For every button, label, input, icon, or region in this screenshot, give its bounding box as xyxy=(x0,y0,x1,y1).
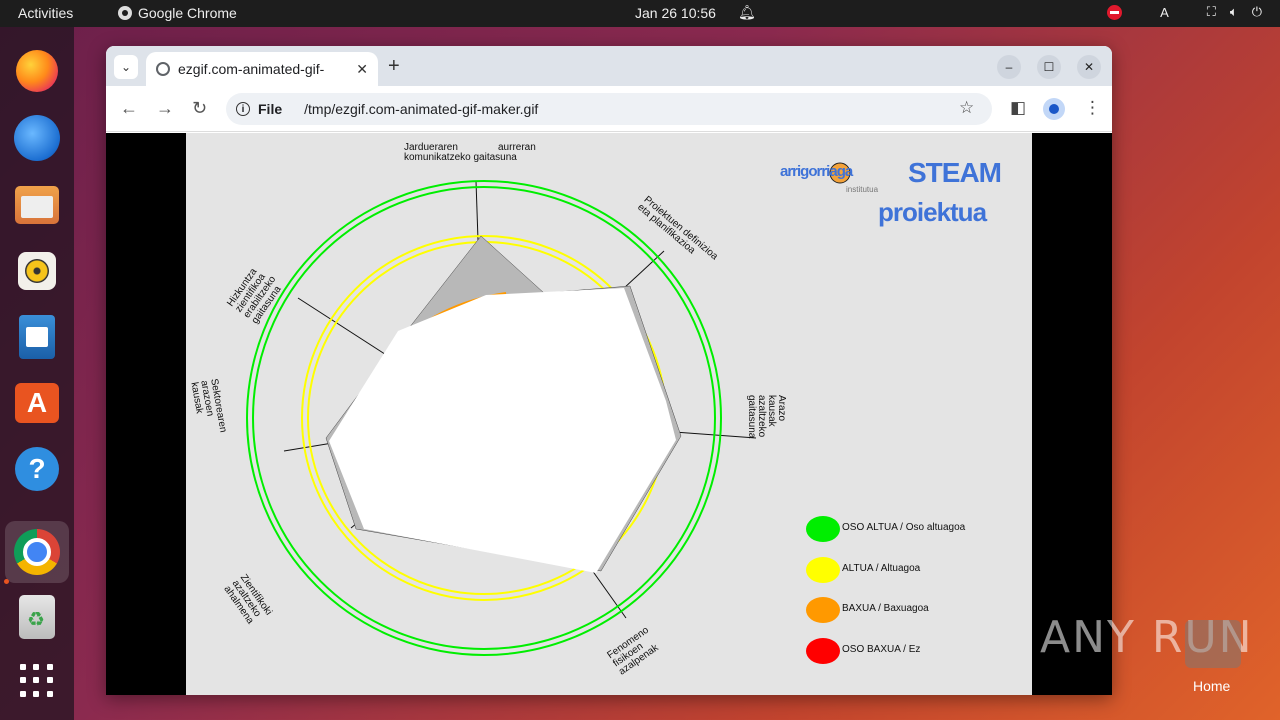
brand-org-sub: institutua xyxy=(846,185,879,194)
activities-button[interactable]: Activities xyxy=(18,5,74,21)
close-tab-icon[interactable]: ✕ xyxy=(356,60,368,77)
ring-very-high-inner xyxy=(252,186,716,650)
files-icon xyxy=(15,186,59,224)
radar-graphic xyxy=(246,162,851,664)
writer-icon xyxy=(19,315,55,359)
app-grid-icon xyxy=(20,664,54,698)
reload-button[interactable]: ↻ xyxy=(192,98,208,118)
axis-label-right: Arazo kausak azaltzeko gaitasuna xyxy=(746,395,787,439)
home-icon xyxy=(1185,620,1241,668)
dock-files[interactable] xyxy=(13,181,61,229)
system-tray[interactable]: A ⛶ 🔈︎ ⏻ xyxy=(1107,4,1262,20)
url-text: /tmp/ezgif.com-animated-gif-maker.gif xyxy=(304,101,539,117)
app-name: Google Chrome xyxy=(138,5,237,21)
help-icon: ? xyxy=(15,447,59,491)
address-bar[interactable]: i File /tmp/ezgif.com-animated-gif-maker… xyxy=(226,93,992,125)
ring-very-high xyxy=(246,180,722,656)
trash-icon xyxy=(19,595,55,639)
toolbar: ← → ↻ i File /tmp/ezgif.com-animated-gif… xyxy=(106,86,1112,132)
legend-dot-high xyxy=(806,557,840,583)
bookmark-star-icon[interactable]: ☆ xyxy=(959,98,975,117)
profile-avatar[interactable] xyxy=(1043,98,1065,120)
legend-label-high: ALTUA / Altuagoa xyxy=(842,563,921,574)
axis-label-top-right: aurreran xyxy=(498,142,536,153)
dock-firefox[interactable] xyxy=(13,47,61,95)
network-icon: ⛶ xyxy=(1206,4,1216,19)
chrome-icon xyxy=(14,529,60,575)
side-panel-icon[interactable]: ◧ xyxy=(1010,98,1027,117)
home-label: Home xyxy=(1193,678,1231,694)
dock-trash[interactable] xyxy=(13,593,61,641)
legend-dot-very-high xyxy=(806,516,840,542)
app-menu[interactable]: Google Chrome xyxy=(118,5,237,21)
bell-icon[interactable]: 🔔︎ xyxy=(738,4,756,20)
dock-chrome[interactable] xyxy=(5,521,69,583)
radar-series-white xyxy=(329,288,676,573)
chrome-icon xyxy=(118,6,132,20)
info-icon[interactable]: i xyxy=(236,102,250,116)
page-content: Jardueraren komunikatzeko gaitasuna aurr… xyxy=(106,133,1112,695)
chrome-window: ⌄ ezgif.com-animated-gif- ✕ + – ☐ ✕ ← → … xyxy=(106,46,1112,695)
url-scheme: File xyxy=(258,101,283,117)
legend-label-very-high: OSO ALTUA / Oso altuagoa xyxy=(842,522,966,533)
input-language: A xyxy=(1160,4,1169,20)
dock-app-center[interactable]: A xyxy=(13,379,61,427)
brand-title-2: proiektua xyxy=(878,197,987,227)
tab-strip: ⌄ ezgif.com-animated-gif- ✕ + – ☐ ✕ xyxy=(106,46,1112,86)
globe-icon xyxy=(156,62,170,76)
rhythmbox-icon xyxy=(18,252,56,290)
legend-label-low: BAXUA / Baxuagoa xyxy=(842,603,929,614)
new-tab-button[interactable]: + xyxy=(388,55,400,77)
volume-icon: 🔈︎ xyxy=(1229,4,1238,19)
top-bar: Activities Google Chrome Jan 26 10:56 🔔︎… xyxy=(0,0,1280,27)
legend-label-very-low: OSO BAXUA / Ez xyxy=(842,644,921,655)
dock: A ? xyxy=(0,27,74,720)
mascot-icon xyxy=(829,162,851,184)
close-window-button[interactable]: ✕ xyxy=(1077,55,1101,79)
thunderbird-icon xyxy=(14,115,60,161)
tab-title: ezgif.com-animated-gif- xyxy=(178,61,325,77)
legend-dot-low xyxy=(806,597,840,623)
do-not-disturb-icon xyxy=(1107,4,1123,20)
firefox-icon xyxy=(16,50,58,92)
axis-label-top: Jardueraren komunikatzeko gaitasuna xyxy=(404,142,517,163)
brand-title-1: STEAM xyxy=(908,157,1002,188)
forward-button[interactable]: → xyxy=(156,98,174,118)
brand-org: arrigorriaga xyxy=(780,163,853,180)
dock-writer[interactable] xyxy=(13,313,61,361)
running-indicator xyxy=(4,579,9,584)
tab-search-button[interactable]: ⌄ xyxy=(114,55,138,79)
dock-rhythmbox[interactable] xyxy=(13,247,61,295)
app-center-icon: A xyxy=(15,383,59,423)
minimize-button[interactable]: – xyxy=(997,55,1021,79)
menu-kebab-icon[interactable]: ⋮ xyxy=(1084,98,1101,117)
gif-image: Jardueraren komunikatzeko gaitasuna aurr… xyxy=(186,133,1032,695)
clock[interactable]: Jan 26 10:56 xyxy=(635,5,716,21)
show-apps-button[interactable] xyxy=(13,657,61,705)
dock-help[interactable]: ? xyxy=(13,445,61,493)
tab-active[interactable]: ezgif.com-animated-gif- ✕ xyxy=(146,52,378,86)
dock-thunderbird[interactable] xyxy=(13,114,61,162)
back-button[interactable]: ← xyxy=(120,98,138,118)
power-icon: ⏻ xyxy=(1251,4,1262,19)
maximize-button[interactable]: ☐ xyxy=(1037,55,1061,79)
legend-dot-very-low xyxy=(806,638,840,664)
